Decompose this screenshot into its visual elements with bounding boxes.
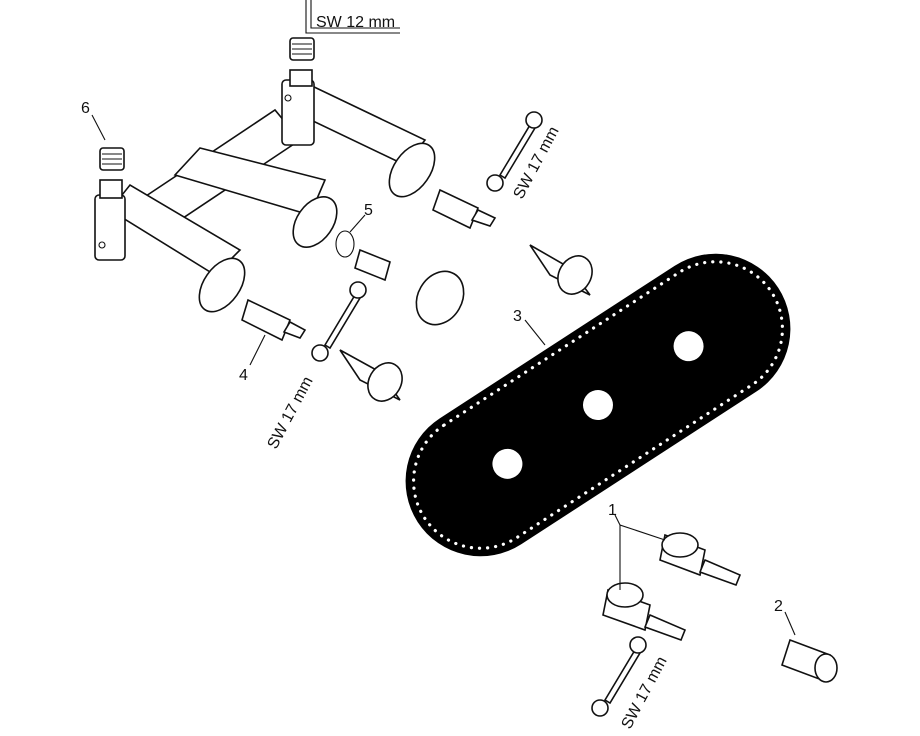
wrench-left-label: SW 17 mm [265, 374, 317, 452]
plaster-guard [339, 244, 593, 402]
sleeve-nut [415, 270, 465, 326]
leader-lines [91, 114, 796, 636]
callout-1: 1 [608, 502, 617, 519]
callout-4: 4 [239, 367, 248, 384]
rough-in-body [94, 69, 436, 313]
handle-1 [602, 532, 742, 642]
callout-2: 2 [774, 598, 783, 615]
valve-cartridge-4 [241, 188, 497, 342]
hex-key-label: SW 12 mm [316, 14, 395, 31]
callout-3: 3 [513, 308, 522, 325]
callout-6: 6 [81, 100, 90, 117]
wrench-icon [311, 111, 647, 717]
extension-2 [781, 638, 838, 683]
callout-5: 5 [364, 202, 373, 219]
cover-plate-3 [405, 253, 791, 557]
wrench-top-label: SW 17 mm [511, 124, 563, 202]
threaded-adapter-6 [99, 37, 315, 171]
o-ring-5 [335, 230, 391, 282]
hex-key-icon [305, 0, 400, 34]
